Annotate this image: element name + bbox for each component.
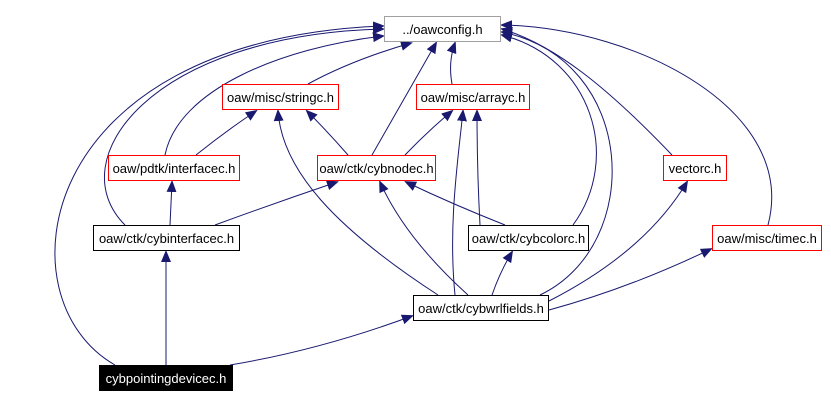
- edge-cybnodec-to-oawconfig: [371, 41, 437, 156]
- edge-cybwrlfields-to-stringc: [273, 109, 439, 296]
- edge-cybwrlfields-to-arrayc: [452, 109, 467, 296]
- edge-cybwrlfields-to-oawconfig: [500, 29, 613, 296]
- node-vectorc[interactable]: vectorc.h: [663, 155, 727, 181]
- edge-cybinterfacec-to-oawconfig: [104, 24, 385, 226]
- edge-cybwrlfields-to-timec: [548, 248, 713, 311]
- edge-cybwrlfields-to-cybnodec: [379, 180, 469, 296]
- node-oawconfig[interactable]: ../oawconfig.h: [384, 16, 501, 42]
- edge-timec-to-oawconfig: [500, 20, 773, 226]
- edge-cybnodec-to-stringc: [305, 109, 349, 156]
- node-cybinterfacec[interactable]: oaw/ctk/cybinterfacec.h: [93, 225, 240, 251]
- edge-cybcolorc-to-oawconfig: [500, 32, 597, 226]
- edge-interfacec-to-stringc: [195, 109, 258, 156]
- node-cybnodec[interactable]: oaw/ctk/cybnodec.h: [317, 155, 436, 181]
- edge-interfacec-to-oawconfig: [164, 32, 385, 156]
- edge-stringc-to-oawconfig: [307, 40, 413, 85]
- edge-vectorc-to-oawconfig: [500, 27, 673, 156]
- edge-cybwrlfields-to-vectorc: [548, 180, 689, 302]
- edge-cybpointingdevicec-to-oawconfig: [54, 21, 385, 366]
- node-arrayc[interactable]: oaw/misc/arrayc.h: [416, 84, 530, 110]
- edge-cybpointingdevicec-to-cybwrlfields: [229, 314, 414, 366]
- node-cybcolorc[interactable]: oaw/ctk/cybcolorc.h: [468, 225, 589, 251]
- edge-cybcolorc-to-arrayc: [472, 109, 483, 226]
- edge-cybwrlfields-to-cybcolorc: [491, 250, 514, 296]
- node-interfacec[interactable]: oaw/pdtk/interfacec.h: [108, 155, 240, 181]
- node-cybpointingdevicec: cybpointingdevicec.h: [99, 365, 233, 391]
- node-stringc[interactable]: oaw/misc/stringc.h: [222, 84, 339, 110]
- edge-cybnodec-to-arrayc: [404, 109, 454, 156]
- edge-cybinterfacec-to-interfacec: [166, 180, 177, 226]
- edge-cybinterfacec-to-cybnodec: [214, 180, 339, 226]
- node-cybwrlfields[interactable]: oaw/ctk/cybwrlfields.h: [413, 295, 549, 321]
- node-timec[interactable]: oaw/misc/timec.h: [712, 225, 822, 251]
- edge-arrayc-to-oawconfig: [446, 41, 457, 85]
